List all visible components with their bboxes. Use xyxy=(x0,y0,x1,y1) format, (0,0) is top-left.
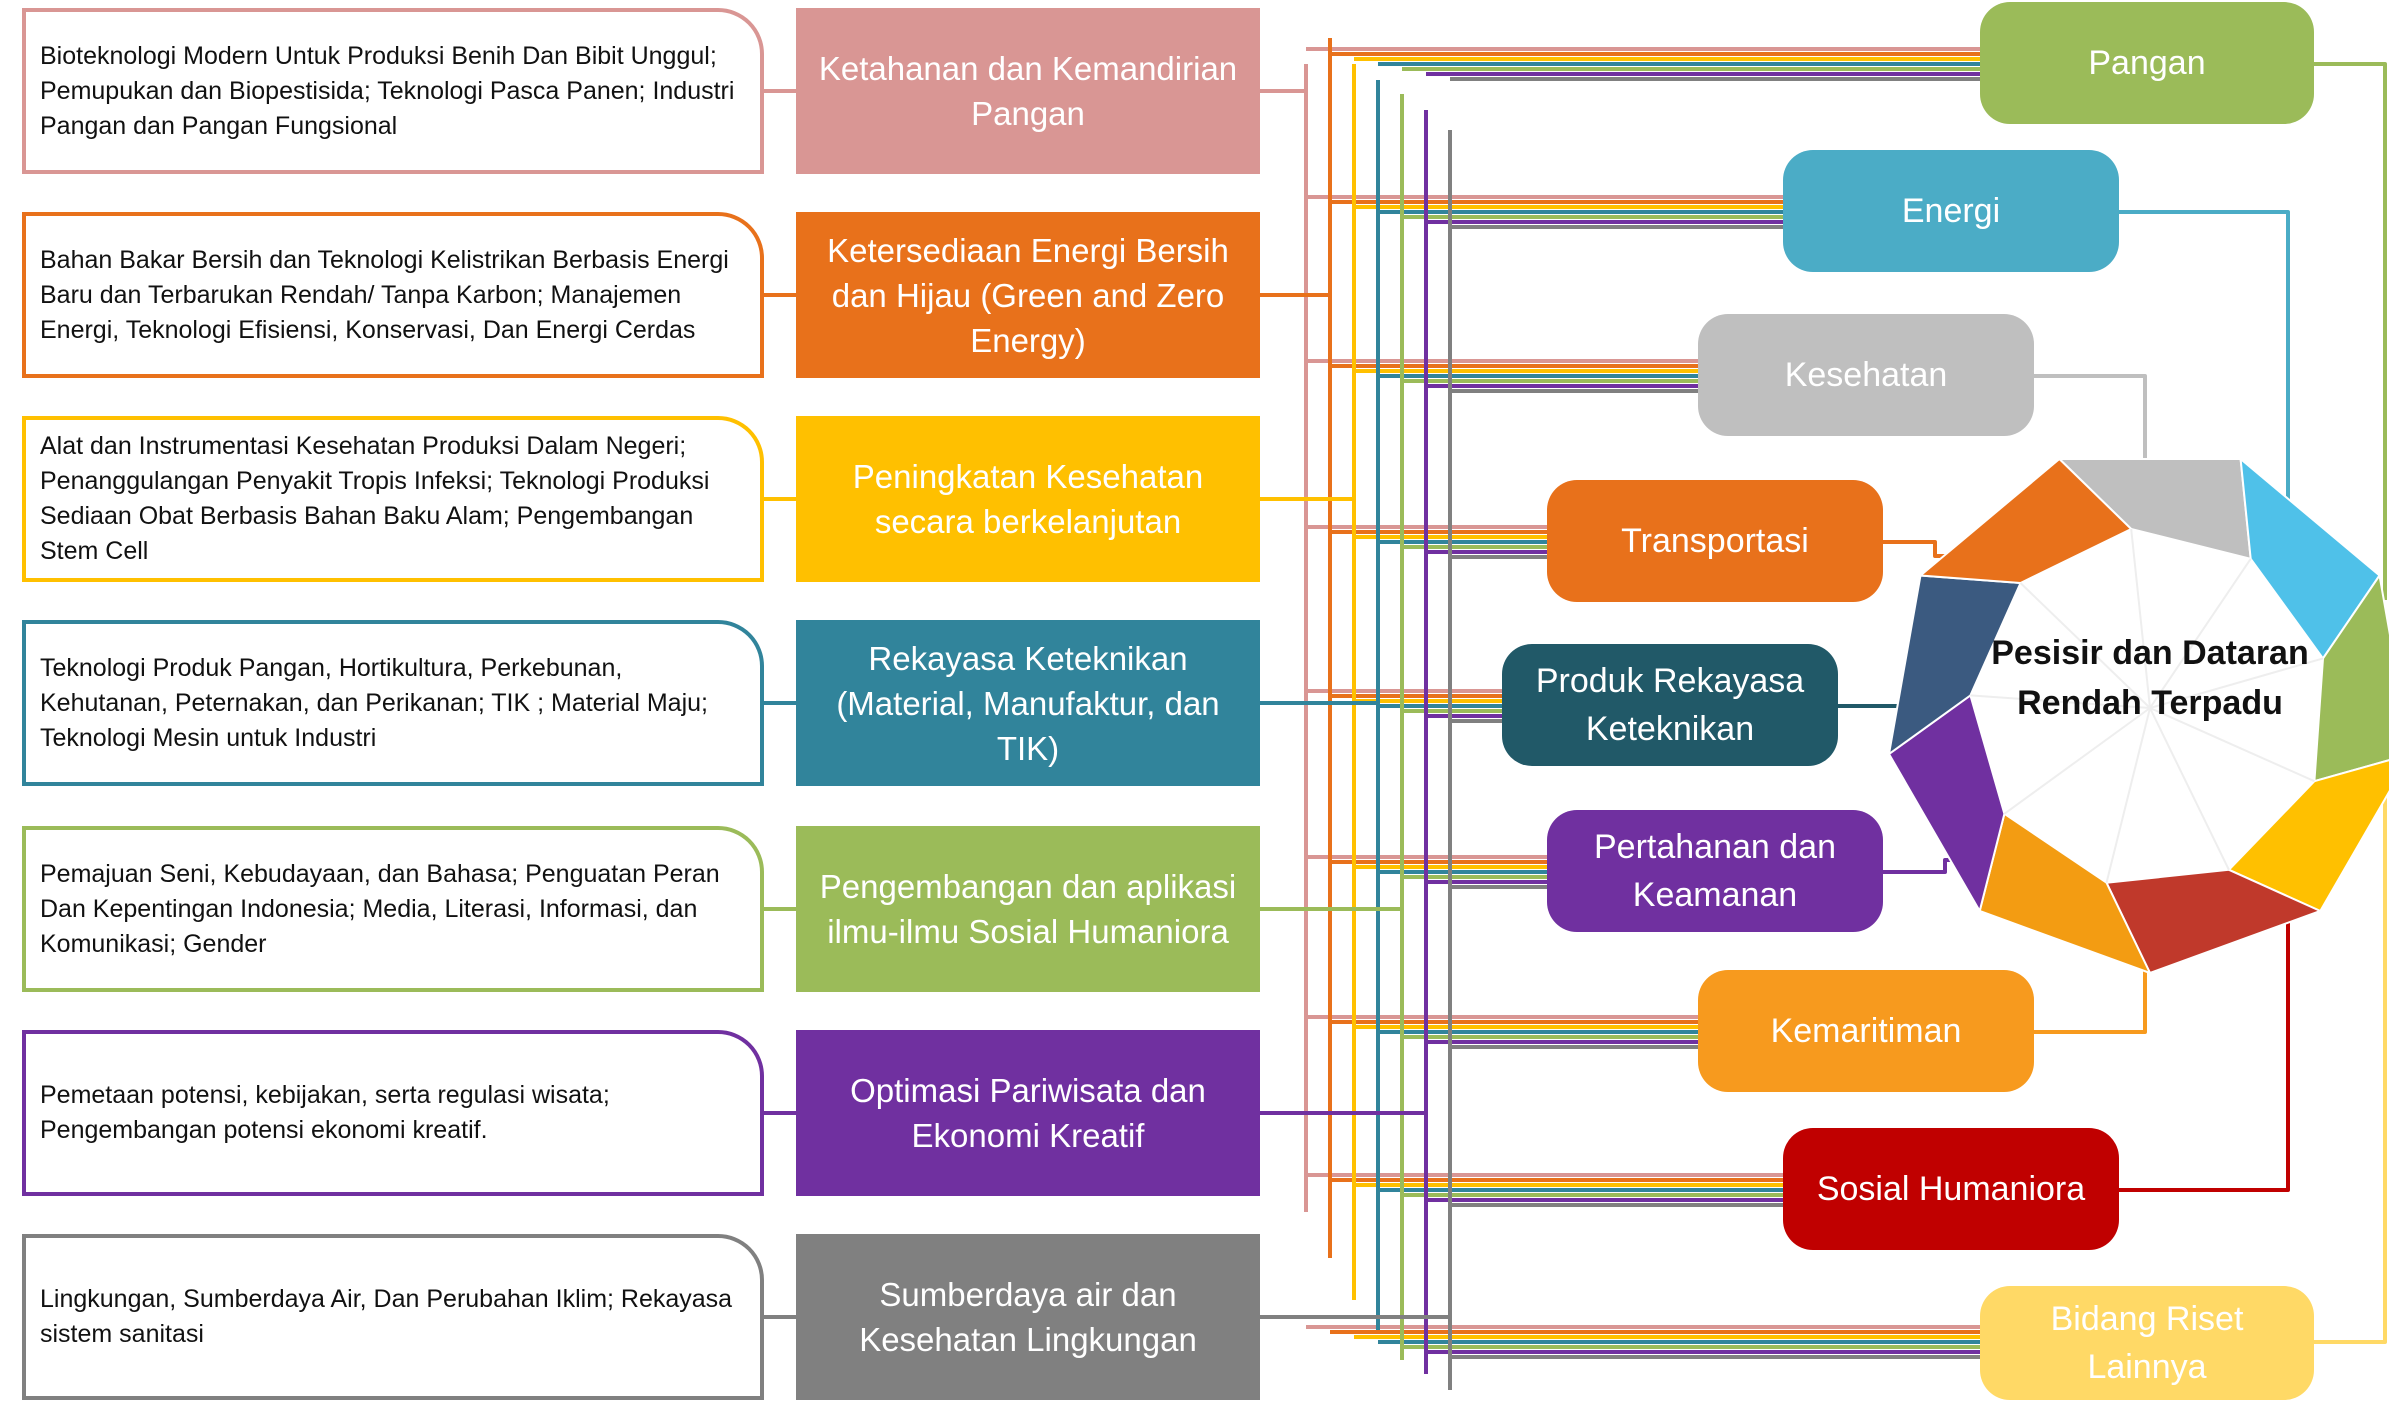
program-description-2: Bahan Bakar Bersih dan Teknologi Kelistr… xyxy=(22,212,764,378)
hub-label: Pesisir dan Dataran Rendah Terpadu xyxy=(1991,634,2309,722)
program-description-text: Pemetaan potensi, kebijakan, serta regul… xyxy=(40,1081,610,1144)
hub-spoke xyxy=(2149,558,2252,709)
program-description-4: Teknologi Produk Pangan, Hortikultura, P… xyxy=(22,620,764,786)
focus-area-8: Sosial Humaniora xyxy=(1783,1128,2119,1250)
hub-connector xyxy=(2314,760,2387,1344)
program-description-text: Pemajuan Seni, Kebudayaan, dan Bahasa; P… xyxy=(40,859,720,958)
hub-spoke xyxy=(2149,707,2315,783)
program-description-7: Lingkungan, Sumberdaya Air, Dan Perubaha… xyxy=(22,1234,764,1400)
program-box-7: Sumberdaya air dan Kesehatan Lingkungan xyxy=(796,1234,1260,1400)
hub-spoke xyxy=(2003,707,2151,815)
hub-spoke xyxy=(2149,707,2230,871)
program-box-4: Rekayasa Keteknikan (Material, Manufaktu… xyxy=(796,620,1260,786)
program-description-text: Bioteknologi Modern Untuk Produksi Benih… xyxy=(40,41,735,140)
program-description-text: Teknologi Produk Pangan, Hortikultura, P… xyxy=(40,653,708,752)
hub-connector xyxy=(2034,374,2147,480)
focus-area-9: Bidang Riset Lainnya xyxy=(1980,1286,2314,1400)
focus-area-2: Energi xyxy=(1783,150,2119,272)
focus-area-6: Pertahanan dan Keamanan xyxy=(1547,810,1883,932)
focus-area-4: Transportasi xyxy=(1547,480,1883,602)
program-box-5: Pengembangan dan aplikasi ilmu-ilmu Sosi… xyxy=(796,826,1260,992)
hub-spoke xyxy=(2105,707,2151,883)
program-box-1: Ketahanan dan Kemandirian Pangan xyxy=(796,8,1260,174)
program-description-3: Alat dan Instrumentasi Kesehatan Produks… xyxy=(22,416,764,582)
hub-spoke xyxy=(2149,657,2324,709)
hub-spoke xyxy=(2019,582,2151,709)
hub-connector xyxy=(2314,62,2387,600)
hub-connector xyxy=(2119,210,2290,560)
program-box-3: Peningkatan Kesehatan secara berkelanjut… xyxy=(796,416,1260,582)
hub-spoke xyxy=(2130,528,2151,709)
focus-area-7: Kemaritiman xyxy=(1698,970,2034,1092)
program-description-6: Pemetaan potensi, kebijakan, serta regul… xyxy=(22,1030,764,1196)
program-box-6: Optimasi Pariwisata dan Ekonomi Kreatif xyxy=(796,1030,1260,1196)
program-box-2: Ketersediaan Energi Bersih dan Hijau (Gr… xyxy=(796,212,1260,378)
hub-spoke xyxy=(1970,694,2151,709)
program-description-text: Lingkungan, Sumberdaya Air, Dan Perubaha… xyxy=(40,1285,733,1348)
program-description-text: Bahan Bakar Bersih dan Teknologi Kelistr… xyxy=(40,245,729,344)
hub-connector xyxy=(2119,870,2290,1192)
focus-area-3: Kesehatan xyxy=(1698,314,2034,436)
program-description-5: Pemajuan Seni, Kebudayaan, dan Bahasa; P… xyxy=(22,826,764,992)
focus-area-5: Produk Rekayasa Keteknikan xyxy=(1502,644,1838,766)
focus-area-1: Pangan xyxy=(1980,2,2314,124)
program-description-text: Alat dan Instrumentasi Kesehatan Produks… xyxy=(40,432,710,565)
program-description-1: Bioteknologi Modern Untuk Produksi Benih… xyxy=(22,8,764,174)
